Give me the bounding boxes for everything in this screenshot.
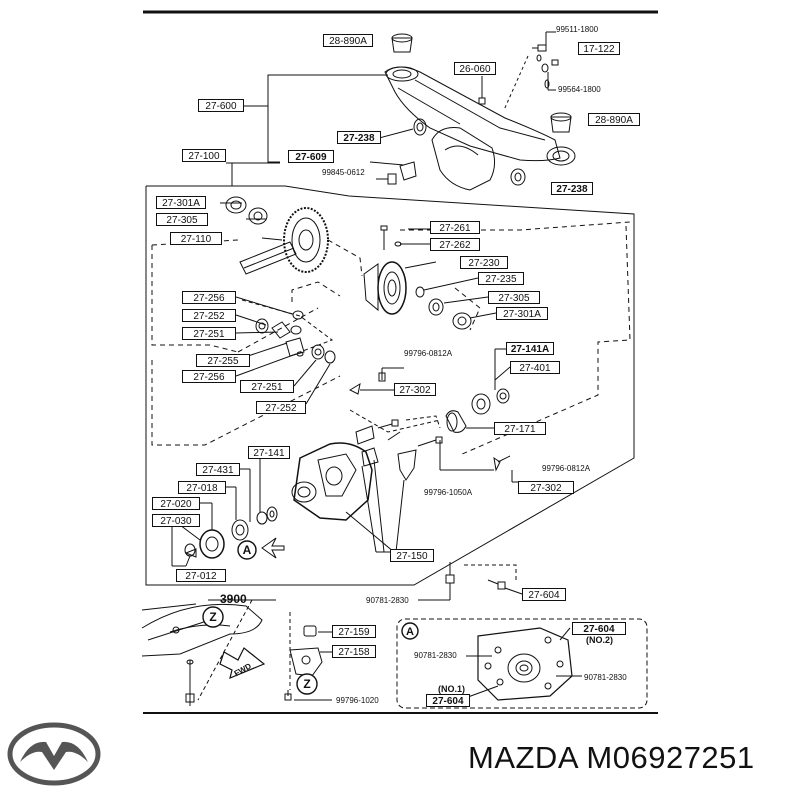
mazda-logo-icon [7,722,101,786]
label-27-251-top: 27-251 [182,327,236,340]
pinion-shaft [239,241,297,275]
crossmember [384,66,561,162]
label-27-141: 27-141 [248,446,290,459]
label-27-302-lower: 27-302 [518,481,574,494]
part-number-99796-1050a: 99796-1050A [424,488,473,497]
label-27-600: 27-600 [198,99,244,112]
detail-box-a [396,618,648,709]
label-27-261: 27-261 [430,221,480,234]
label-27-301a-right: 27-301A [496,307,548,320]
cover-plate [477,627,573,701]
differential-frame [145,185,635,586]
z-marker-right-letter: Z [303,677,310,691]
label-27-110: 27-110 [170,232,222,245]
label-27-235: 27-235 [478,272,524,285]
label-27-301a-left: 27-301A [156,196,206,209]
label-27-238-left: 27-238 [337,131,381,144]
label-27-255: 27-255 [196,354,250,367]
label-27-604-no2: 27-604 [572,622,626,635]
part-number-3900: 3900 [220,592,247,606]
label-27-256-bottom: 27-256 [182,370,236,383]
label-28-890a-right: 28-890A [588,113,640,126]
view-a-marker [237,540,257,560]
part-number-90781-2830-detail-left: 90781-2830 [414,651,457,660]
label-27-252-bottom: 27-252 [256,401,306,414]
label-27-305-right: 27-305 [488,291,540,304]
label-27-230: 27-230 [460,256,508,269]
bracket-27-600 [267,74,280,163]
brand-caption: MAZDA M06927251 [468,740,755,775]
label-27-251-bottom: 27-251 [240,380,294,393]
label-27-604-bottom: 27-604 [522,588,566,601]
fwd-arrow-label: FWD [233,661,253,678]
label-27-020: 27-020 [152,497,200,510]
part-number-99564-1800: 99564-1800 [558,85,601,94]
z-marker-left-letter: Z [209,610,216,624]
differential-housing [293,442,373,521]
label-27-262: 27-262 [430,238,480,251]
label-27-238-right: 27-238 [551,182,593,195]
label-27-030: 27-030 [152,514,200,527]
label-27-252-top: 27-252 [182,309,236,322]
label-27-150: 27-150 [390,549,434,562]
label-28-890a-top: 28-890A [323,34,373,47]
part-number-90781-2830-detail-right: 90781-2830 [584,673,627,682]
part-number-99511-1800: 99511-1800 [556,25,599,34]
label-17-122: 17-122 [578,42,620,55]
label-27-401: 27-401 [510,361,560,374]
part-number-99845-0612: 99845-0612 [322,168,365,177]
label-27-100: 27-100 [182,149,226,162]
z-marker-left [202,606,224,628]
label-27-141a: 27-141A [506,342,554,355]
label-27-159: 27-159 [332,625,376,638]
z-marker-right [296,673,318,695]
view-a-letter: A [243,543,252,557]
label-27-012: 27-012 [176,569,226,582]
detail-a-marker [401,622,419,640]
part-number-99796-1020: 99796-1020 [336,696,379,705]
part-number-99796-0812a-lower: 99796-0812A [542,464,591,473]
label-27-256-top: 27-256 [182,291,236,304]
label-27-171: 27-171 [494,422,546,435]
label-26-060: 26-060 [454,62,496,75]
label-27-609: 27-609 [288,150,334,163]
label-27-604-no1: 27-604 [426,694,470,707]
part-number-99796-0812a-upper: 99796-0812A [404,349,453,358]
detail-a-letter: A [406,626,414,638]
label-27-018: 27-018 [178,481,226,494]
label-27-431: 27-431 [196,463,240,476]
label-27-302-upper: 27-302 [394,383,436,396]
note-no1: (NO.1) [438,684,465,694]
label-27-158: 27-158 [332,645,376,658]
note-no2: (NO.2) [586,635,613,645]
part-number-90781-2830-main: 90781-2830 [366,596,409,605]
label-27-305-left: 27-305 [156,213,208,226]
